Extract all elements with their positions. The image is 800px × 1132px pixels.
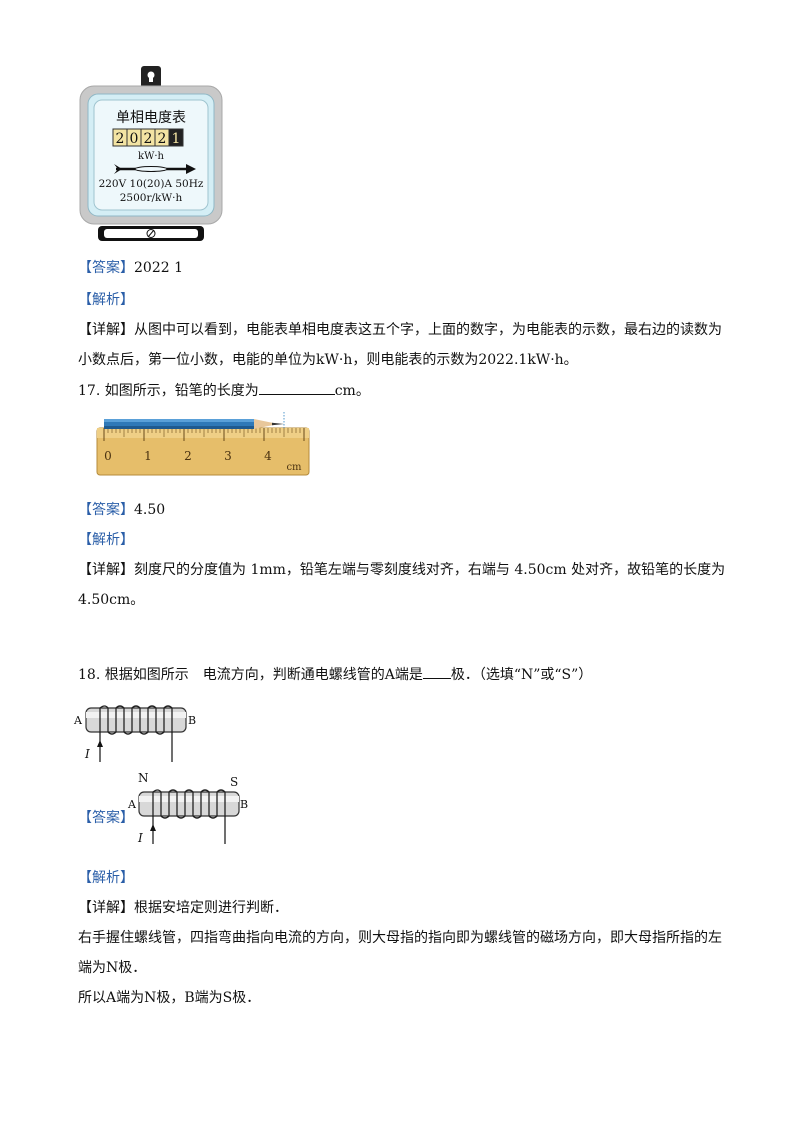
ruler-tick-label: 4 (264, 449, 272, 463)
solenoid-tube (85, 707, 187, 733)
answer-text: 4.50 (134, 502, 166, 518)
solenoid-tube (138, 791, 240, 817)
q16-detail-line-2: 小数点后，第一位小数，电能的单位为kW·h，则电能表的示数为2022.1kW·h… (78, 352, 578, 368)
pencil-ruler-figure: 0 1 2 3 4 cm (96, 412, 310, 476)
answer-tag: 【答案】 (78, 260, 134, 276)
ruler-tick-label: 3 (224, 449, 232, 463)
detail-text: 根据安培定则进行判断． (134, 900, 288, 916)
question-options: 极．（选填“N”或“S”） (450, 667, 593, 683)
meter-unit: kW·h (138, 151, 165, 162)
label-a: A (73, 714, 83, 727)
answer-blank (258, 380, 335, 395)
label-b: B (240, 798, 248, 811)
q18-analysis-tag: 【解析】 (78, 870, 134, 886)
q18-question: 18. 根据如图所示 电流方向，判断通电螺线管的A端是 极．（选填“N”或“S”） (78, 664, 592, 685)
solenoid-answer-figure: N S A B I (127, 771, 248, 845)
q17-answer: 【答案】4.50 (78, 500, 165, 520)
solenoid-figure: A B I (73, 705, 196, 762)
ruler-major-ticks (103, 428, 305, 441)
detail-text: 从图中可以看到，电能表单相电度表这五个字，上面的数字，为电能表的示数，最右边的读… (134, 322, 722, 338)
meter-title: 单相电度表 (116, 110, 186, 126)
ruler-unit-label: cm (286, 462, 302, 473)
detail-text: 刻度尺的分度值为 1mm，铅笔左端与零刻度线对齐，右端与 4.50cm 处对齐，… (134, 562, 726, 578)
energy-meter-figure: 单相电度表 2 0 2 2 1 kW·h 220V 10(20)A 50Hz 2… (79, 66, 223, 241)
label-a: A (127, 798, 137, 811)
pencil (104, 419, 284, 429)
solenoid-coil (152, 789, 226, 819)
current-arrow (150, 824, 156, 831)
q18-detail-line-4: 所以A端为N极，B端为S极． (78, 990, 261, 1006)
meter-spec-voltage: 220V 10(20)A 50Hz (99, 178, 204, 190)
meter-decimal-digit: 1 (172, 131, 181, 147)
q16-analysis-tag: 【解析】 (78, 292, 134, 308)
ruler-tick-label: 1 (144, 449, 152, 463)
q17-question: 17. 如图所示，铅笔的长度为 cm。 (78, 380, 370, 401)
label-s: S (230, 775, 238, 789)
answer-text: 2022 1 (134, 260, 183, 276)
meter-digits: 2 0 2 2 1 (112, 128, 184, 147)
label-current: I (137, 831, 143, 845)
meter-spec-revolutions: 2500r/kW·h (120, 192, 183, 204)
detail-tag: 【详解】 (78, 322, 134, 338)
question-text: 如图所示，铅笔的长度为 (104, 383, 259, 399)
meter-digit: 2 (144, 131, 153, 147)
q16-answer: 【答案】2022 1 (78, 258, 183, 278)
meter-digit: 2 (116, 131, 125, 147)
q17-analysis-tag: 【解析】 (78, 532, 134, 548)
q18-detail-line-3: 端为N极． (78, 960, 147, 976)
q16-detail-line-1: 【详解】从图中可以看到，电能表单相电度表这五个字，上面的数字，为电能表的示数，最… (78, 320, 722, 340)
label-current: I (84, 747, 90, 761)
q17-detail-line-2: 4.50cm。 (78, 592, 145, 608)
solenoid-coil (99, 705, 173, 735)
current-arrow (97, 740, 103, 747)
question-unit: cm。 (334, 383, 370, 399)
q17-detail-line-1: 【详解】刻度尺的分度值为 1mm，铅笔左端与零刻度线对齐，右端与 4.50cm … (78, 560, 725, 580)
question-text: 根据如图所示 电流方向，判断通电螺线管的A端是 (104, 667, 423, 683)
detail-tag: 【详解】 (78, 900, 134, 916)
ruler-tick-label: 0 (104, 449, 112, 463)
meter-digit: 2 (158, 131, 167, 147)
question-number: 18. (78, 667, 101, 683)
q18-detail-line-2: 右手握住螺线管，四指弯曲指向电流的方向，则大母指的指向即为螺线管的磁场方向，即大… (78, 930, 722, 946)
answer-tag: 【答案】 (78, 502, 134, 518)
q18-answer-tag: 【答案】 (78, 810, 134, 826)
q18-detail-line-1: 【详解】根据安培定则进行判断． (78, 898, 288, 918)
question-number: 17. (78, 383, 101, 399)
meter-rotation-arrow (114, 164, 196, 174)
ruler-tick-label: 2 (184, 449, 192, 463)
answer-blank (422, 664, 451, 679)
meter-digit: 0 (130, 131, 139, 147)
label-b: B (188, 714, 196, 727)
label-n: N (138, 771, 149, 785)
detail-tag: 【详解】 (78, 562, 134, 578)
